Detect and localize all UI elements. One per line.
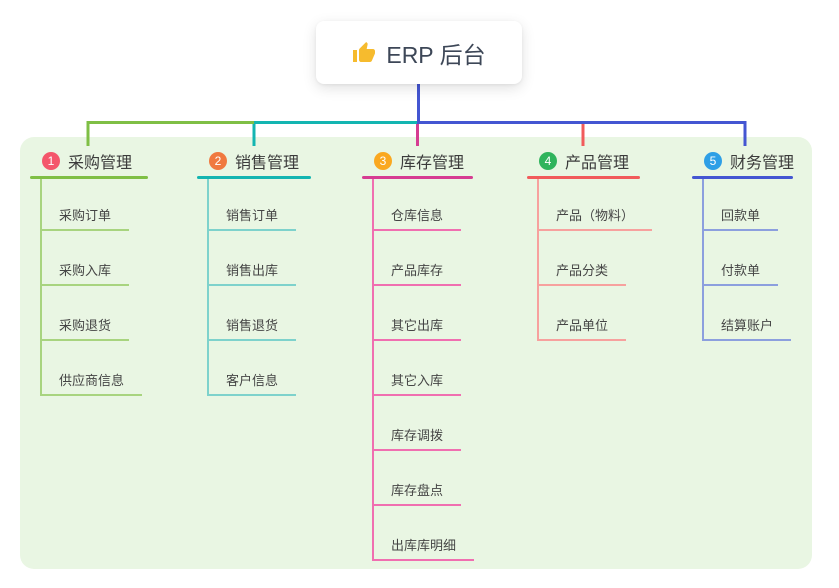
child-node-label[interactable]: 产品库存 xyxy=(374,260,462,286)
child-node: 产品分类 xyxy=(539,231,640,286)
child-node-label[interactable]: 库存调拨 xyxy=(374,425,462,451)
child-node-label[interactable]: 采购订单 xyxy=(42,205,130,231)
child-node: 销售退货 xyxy=(209,286,311,341)
thumbs-up-icon xyxy=(352,41,376,65)
child-node: 产品单位 xyxy=(539,286,640,341)
branch-children: 采购订单采购入库采购退货供应商信息 xyxy=(40,179,148,396)
child-node-label[interactable]: 库存盘点 xyxy=(374,480,462,506)
branch-children: 产品（物料） 产品分类产品单位 xyxy=(537,179,653,341)
branch-finance: 5 财务管理 回款单付款单结算账户 xyxy=(692,145,795,341)
branch-sales: 2 销售管理 销售订单销售出库销售退货客户信息 xyxy=(197,145,311,396)
branch-underline xyxy=(362,176,473,179)
branch-label: 库存管理 xyxy=(400,154,465,172)
child-node: 销售订单 xyxy=(209,179,311,231)
child-node-label[interactable]: 采购入库 xyxy=(42,260,130,286)
child-node: 库存调拨 xyxy=(374,396,473,451)
child-node-label[interactable]: 其它入库 xyxy=(374,370,462,396)
branch-label: 销售管理 xyxy=(235,154,300,172)
root-title: ERP 后台 xyxy=(386,41,486,68)
branch-header[interactable]: 5 财务管理 xyxy=(692,145,795,176)
child-node: 结算账户 xyxy=(704,286,793,341)
branch-number-badge: 2 xyxy=(209,151,227,170)
branch-number-badge: 5 xyxy=(704,151,722,170)
child-node: 供应商信息 xyxy=(42,341,148,396)
child-node-label[interactable]: 仓库信息 xyxy=(374,205,462,231)
branch-underline xyxy=(30,176,148,179)
child-node: 出库库明细 xyxy=(374,506,475,561)
child-node-label[interactable]: 产品（物料） xyxy=(539,205,653,231)
branch-label: 产品管理 xyxy=(565,154,630,172)
child-node: 采购退货 xyxy=(42,286,148,341)
branch-label: 采购管理 xyxy=(68,154,133,172)
child-node: 产品（物料） xyxy=(539,179,653,231)
child-node: 其它出库 xyxy=(374,286,473,341)
child-node: 采购入库 xyxy=(42,231,148,286)
child-node-label[interactable]: 供应商信息 xyxy=(42,370,143,396)
child-node: 采购订单 xyxy=(42,179,148,231)
branch-inventory: 3 库存管理 仓库信息产品库存其它出库其它入库库存调拨库存盘点出库库明细 xyxy=(362,145,475,561)
child-node: 其它入库 xyxy=(374,341,473,396)
child-node-label[interactable]: 回款单 xyxy=(704,205,779,231)
branches-panel xyxy=(20,137,812,569)
child-node-label[interactable]: 销售订单 xyxy=(209,205,297,231)
branch-number-badge: 3 xyxy=(374,151,392,170)
child-node: 客户信息 xyxy=(209,341,311,396)
child-node-label[interactable]: 销售退货 xyxy=(209,315,297,341)
child-node: 库存盘点 xyxy=(374,451,473,506)
child-node-label[interactable]: 产品单位 xyxy=(539,315,627,341)
child-node-label[interactable]: 客户信息 xyxy=(209,370,297,396)
child-node-label[interactable]: 销售出库 xyxy=(209,260,297,286)
branch-underline xyxy=(527,176,640,179)
branch-children: 销售订单销售出库销售退货客户信息 xyxy=(207,179,311,396)
child-node: 付款单 xyxy=(704,231,793,286)
branch-number-badge: 1 xyxy=(42,151,60,170)
child-node-label[interactable]: 付款单 xyxy=(704,260,779,286)
branch-number-badge: 4 xyxy=(539,151,557,170)
branch-children: 回款单付款单结算账户 xyxy=(702,179,793,341)
branch-product: 4 产品管理 产品（物料） 产品分类产品单位 xyxy=(527,145,653,341)
child-node-label[interactable]: 出库库明细 xyxy=(374,535,475,561)
child-node: 产品库存 xyxy=(374,231,473,286)
child-node: 销售出库 xyxy=(209,231,311,286)
branch-label: 财务管理 xyxy=(730,154,795,172)
child-node-label[interactable]: 其它出库 xyxy=(374,315,462,341)
branch-purchase: 1 采购管理 采购订单采购入库采购退货供应商信息 xyxy=(30,145,148,396)
child-node: 仓库信息 xyxy=(374,179,473,231)
child-node-label[interactable]: 采购退货 xyxy=(42,315,130,341)
branch-underline xyxy=(692,176,793,179)
root-node[interactable]: ERP 后台 xyxy=(316,21,522,84)
branch-underline xyxy=(197,176,311,179)
branch-header[interactable]: 2 销售管理 xyxy=(197,145,311,176)
branch-header[interactable]: 4 产品管理 xyxy=(527,145,640,176)
branch-children: 仓库信息产品库存其它出库其它入库库存调拨库存盘点出库库明细 xyxy=(372,179,475,561)
child-node: 回款单 xyxy=(704,179,793,231)
child-node-label[interactable]: 结算账户 xyxy=(704,315,792,341)
branch-header[interactable]: 1 采购管理 xyxy=(30,145,148,176)
child-node-label[interactable]: 产品分类 xyxy=(539,260,627,286)
branch-header[interactable]: 3 库存管理 xyxy=(362,145,473,176)
